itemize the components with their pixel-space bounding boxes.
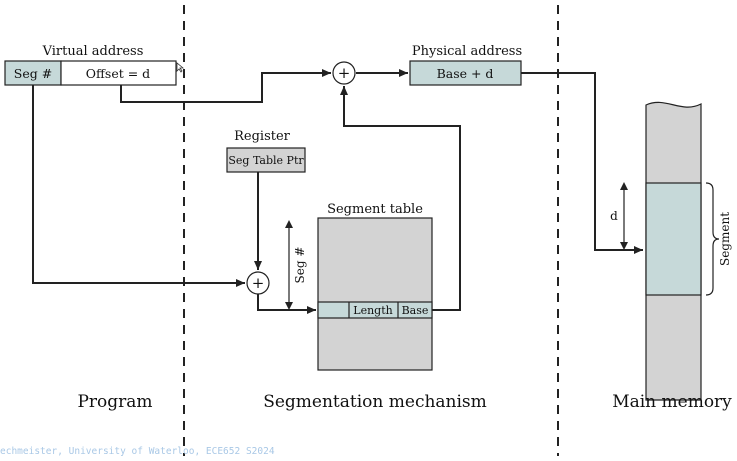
register-box bbox=[226, 147, 306, 173]
adder-table-index-symbol: + bbox=[252, 274, 265, 292]
segment-table-label: Segment table bbox=[327, 202, 423, 217]
physical-to-memory-wire bbox=[521, 72, 643, 254]
base-to-adder-wire bbox=[340, 86, 461, 311]
program-region-label: Program bbox=[77, 392, 152, 412]
segment-brace bbox=[705, 182, 720, 296]
physical-address-value: Base + d bbox=[437, 66, 494, 81]
adder-to-table-wire bbox=[257, 294, 316, 314]
physical-address-label: Physical address bbox=[412, 44, 522, 59]
offset-text: Offset = d bbox=[86, 66, 150, 81]
seg-number-text: Seg # bbox=[14, 66, 52, 81]
offset-field bbox=[60, 60, 177, 86]
memory-region-label: Main memory bbox=[612, 392, 732, 412]
offset-to-adder-wire bbox=[120, 69, 331, 103]
mouse-cursor-icon bbox=[176, 62, 185, 73]
mechanism-region-label: Segmentation mechanism bbox=[263, 392, 487, 412]
footer-credit: echmeister, University of Waterloo, ECE6… bbox=[0, 446, 275, 457]
seg-index-label: Seg # bbox=[293, 247, 307, 284]
virtual-address-label: Virtual address bbox=[42, 44, 144, 59]
base-column: Base bbox=[402, 304, 429, 317]
register-value: Seg Table Ptr bbox=[228, 154, 304, 167]
seg-to-adder-wire bbox=[32, 85, 245, 287]
segment-label: Segment bbox=[718, 212, 732, 266]
length-column: Length bbox=[353, 304, 392, 317]
adder-physical-symbol: + bbox=[338, 64, 351, 82]
adder-physical bbox=[332, 61, 356, 85]
memory-segment bbox=[645, 182, 702, 296]
segment-table bbox=[317, 217, 433, 371]
memory-offset-label: d bbox=[610, 209, 618, 223]
register-label: Register bbox=[234, 129, 291, 144]
